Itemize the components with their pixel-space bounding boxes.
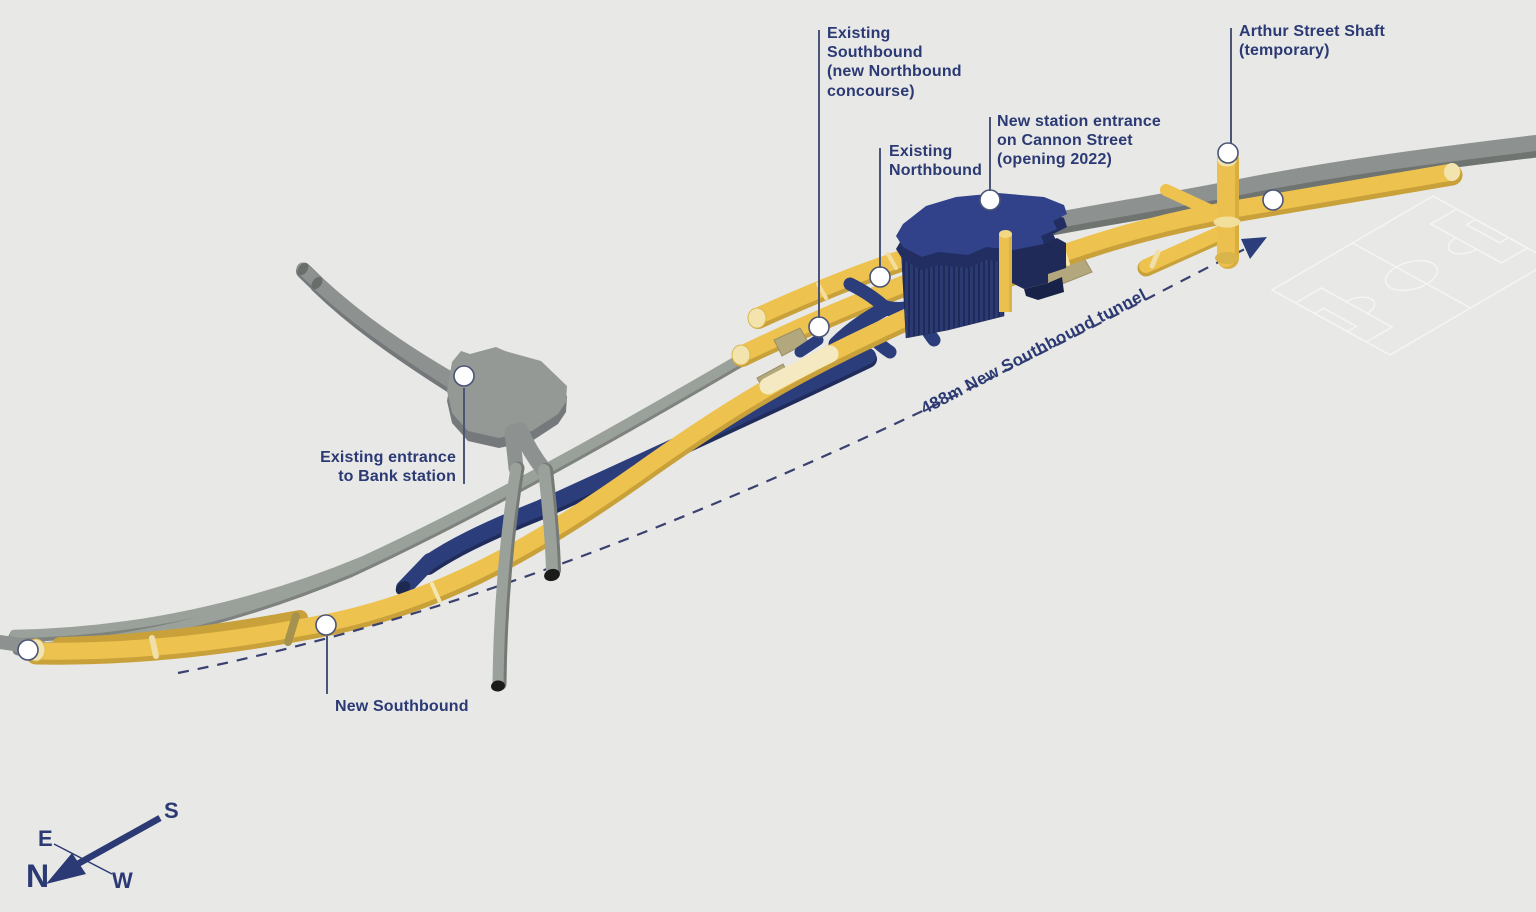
label-new-southbound: New Southbound — [335, 698, 469, 715]
leader-existing-southbound — [818, 30, 820, 318]
marker-tunnel-west-end — [17, 639, 39, 661]
route-arrowhead-icon — [1241, 237, 1267, 259]
compass-south-label: S — [164, 798, 179, 823]
marker-cannon-street-entrance — [979, 189, 1001, 211]
marker-arthur-street-shaft — [1217, 142, 1239, 164]
cannon-street-station-box — [896, 193, 1067, 339]
marker-existing-northbound — [869, 266, 891, 288]
label-existing-northbound: Existing Northbound — [889, 143, 983, 180]
leader-arthur-street — [1230, 28, 1232, 144]
marker-existing-southbound — [808, 316, 830, 338]
leader-existing-northbound — [879, 148, 881, 268]
leader-new-southbound — [326, 636, 328, 694]
concourse-tunnel-navy — [395, 348, 877, 596]
compass-north-south-line — [72, 815, 162, 869]
escalator-tunnels — [296, 262, 478, 405]
label-arthur-street: Arthur Street Shaft (temporary) — [1239, 23, 1385, 60]
marker-bank-entrance — [453, 365, 475, 387]
bank-entrance-building — [447, 347, 567, 448]
compass-north-arrowhead-icon — [46, 853, 86, 884]
marker-new-southbound — [315, 614, 337, 636]
label-cannon-street: New station entrance on Cannon Street (o… — [997, 113, 1161, 169]
compass-east-label: E — [38, 826, 53, 851]
leader-cannon-street — [989, 117, 991, 191]
tunnel-route-dashed-line — [177, 237, 1267, 675]
label-existing-southbound: Existing Southbound (new Northbound conc… — [827, 25, 962, 100]
football-pitch-outline — [1272, 196, 1536, 355]
compass-north-label: N — [26, 858, 50, 894]
label-bank-entrance: Existing entrance to Bank station — [320, 449, 456, 486]
descending-shaft-tubes — [491, 422, 561, 692]
compass-rose — [46, 815, 162, 884]
marker-shaft-junction — [1262, 189, 1284, 211]
compass-west-label: W — [112, 868, 133, 893]
existing-running-tunnel-northeast — [1009, 135, 1536, 242]
arthur-street-shaft — [1137, 149, 1241, 277]
leader-bank-entrance — [463, 388, 465, 484]
